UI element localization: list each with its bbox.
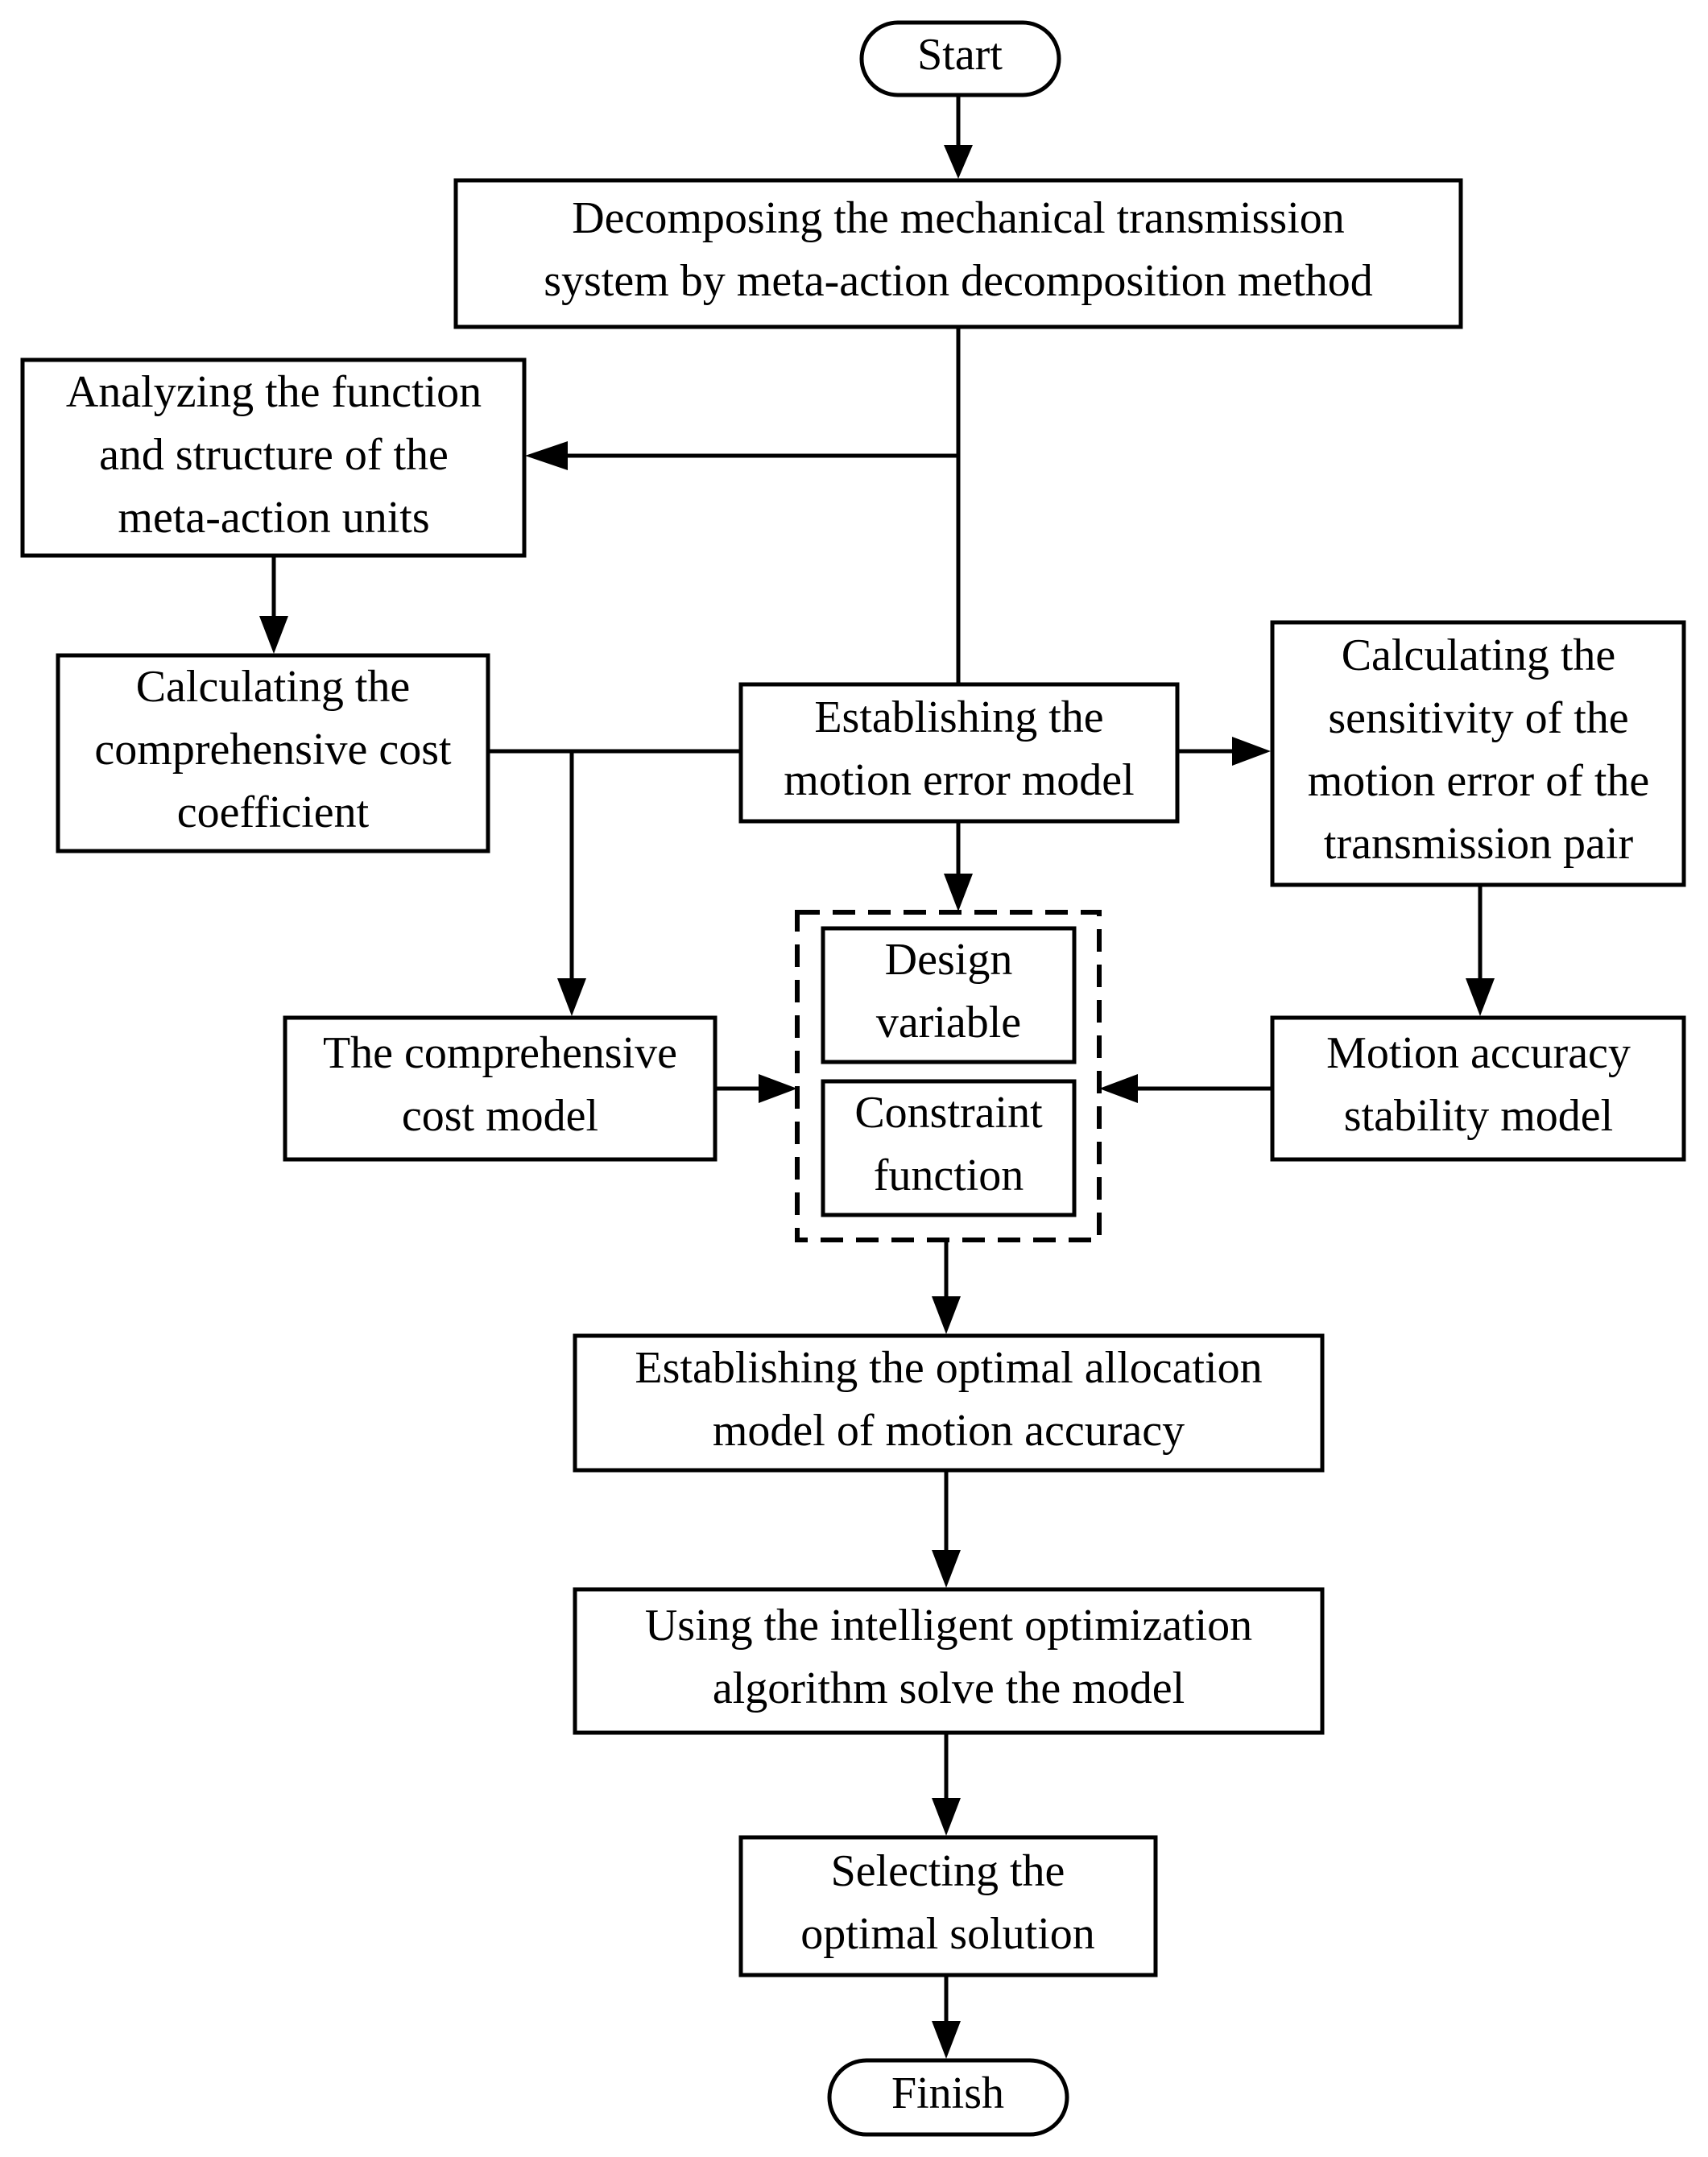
solve-node: Using the intelligent optimization algori… [573,1587,1325,1735]
node-text-line: Using the intelligent optimization [645,1601,1252,1651]
node-text-line: coefficient [177,787,370,837]
arrowhead [932,2021,961,2059]
node-text-line: Calculating the [136,662,411,712]
start-node: Start [859,20,1061,97]
node-text-line: Design [885,935,1013,985]
node-text-line: comprehensive cost [94,725,452,775]
node-text-line: Analyzing the function [66,367,482,417]
arrowhead [944,874,973,911]
stability-node: Motion accuracy stability model [1270,1015,1686,1162]
start-label: Start [917,30,1003,80]
node-text-line: Selecting the [831,1846,1065,1896]
decompose-label: Decomposing the mechanical transmission s… [544,193,1373,306]
node-text-line: The comprehensive [323,1028,677,1078]
finish-label: Finish [891,2068,1004,2118]
arrowhead [1232,737,1271,766]
allocation-node: Establishing the optimal allocation model… [573,1333,1325,1473]
node-text-line: Constraint [854,1088,1043,1138]
cost-coefficient-label: Calculating the comprehensive cost coeffic… [94,662,452,837]
stability-label: Motion accuracy stability model [1326,1028,1631,1141]
motion-error-label: Establishing the motion error model [784,692,1134,805]
sensitivity-label: Calculating the sensitivity of the motion … [1308,630,1650,869]
solve-label: Using the intelligent optimization algori… [645,1601,1252,1713]
select-label: Selecting the optimal solution [800,1846,1095,1959]
node-text-line: Establishing the optimal allocation [635,1343,1262,1393]
arrowhead [1466,978,1495,1016]
arrowhead [944,145,973,179]
constraint-function-label: Constraint function [854,1088,1043,1200]
cost-coefficient-node: Calculating the comprehensive cost coeffic… [56,653,490,853]
decompose-node: Decomposing the mechanical transmission s… [453,178,1463,329]
sensitivity-node: Calculating the sensitivity of the motion … [1270,620,1686,887]
node-text-line: motion error model [784,755,1134,805]
analyze-label: Analyzing the function and structure of t… [66,367,482,543]
node-text-line: system by meta-action decomposition meth… [544,256,1373,306]
cost-model-label: The comprehensive cost model [323,1028,677,1141]
design-variable-node: Design variable [821,926,1077,1064]
allocation-label: Establishing the optimal allocation model… [635,1343,1262,1456]
arrowhead [932,1550,961,1588]
node-text-line: cost model [402,1091,598,1141]
analyze-node: Analyzing the function and structure of t… [20,357,527,558]
node-text-line: model of motion accuracy [713,1406,1185,1456]
arrowhead [259,616,288,654]
constraint-function-node: Constraint function [821,1079,1077,1217]
node-text-line: motion error of the [1308,756,1650,806]
edges [259,95,1495,2059]
node-text-line: Finish [891,2068,1004,2118]
cost-model-node: The comprehensive cost model [283,1015,718,1162]
arrowhead [759,1074,797,1103]
finish-node: Finish [827,2058,1069,2137]
node-text-line: function [874,1151,1024,1200]
design-variable-label: Design variable [876,935,1021,1048]
node-text-line: Motion accuracy [1326,1028,1631,1078]
arrowhead [557,978,586,1016]
arrowhead [525,441,568,470]
node-text-line: transmission pair [1324,819,1634,869]
arrowhead [1099,1074,1138,1103]
node-text-line: Decomposing the mechanical transmission [572,193,1345,243]
node-text-line: meta-action units [118,493,429,543]
node-text-line: Establishing the [814,692,1103,742]
node-text-line: Calculating the [1342,630,1616,680]
arrowhead [932,1798,961,1836]
node-text-line: optimal solution [800,1909,1095,1959]
motion-error-node: Establishing the motion error model [738,682,1180,824]
node-text-line: Start [917,30,1003,80]
node-text-line: sensitivity of the [1328,693,1628,743]
node-text-line: algorithm solve the model [713,1663,1185,1713]
design-constraint-group [795,910,1102,1242]
select-node: Selecting the optimal solution [738,1835,1158,1977]
node-text-line: stability model [1344,1091,1613,1141]
arrowhead [932,1296,961,1334]
node-text-line: and structure of the [99,430,449,480]
node-text-line: variable [876,998,1021,1048]
